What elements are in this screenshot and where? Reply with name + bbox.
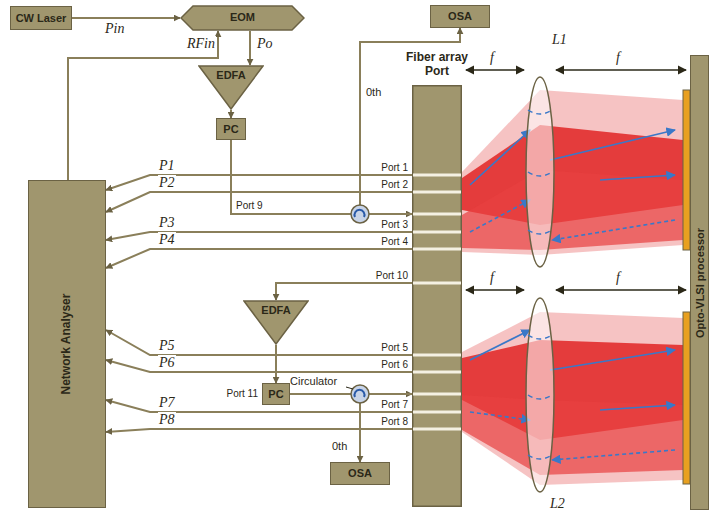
signal-line (106, 429, 412, 432)
port-label: Port 6 (364, 359, 408, 371)
symbol-label: L2 (550, 496, 565, 512)
signal-line (106, 360, 412, 372)
port-label: Port 3 (364, 219, 408, 231)
node-text: EDFA (243, 304, 309, 317)
node-text: Fiber array Port (400, 51, 474, 79)
port-label: Port 2 (364, 179, 408, 191)
port-label: Port 8 (364, 416, 408, 428)
symbol-label: f (490, 270, 494, 286)
symbol-label: L1 (552, 32, 567, 48)
signal-line (275, 345, 277, 383)
signal-line (106, 232, 412, 240)
signal-label: P6 (158, 355, 176, 371)
signal-line (106, 400, 412, 412)
node-text: Network Analyser (60, 294, 74, 395)
amplifier-triangle: EDFA (198, 65, 264, 110)
note-label: 0th (366, 86, 381, 99)
signal-line (106, 175, 412, 190)
fiber-array-outline (412, 85, 462, 507)
node-text: OSA (348, 467, 372, 480)
signal-label: P4 (158, 232, 176, 248)
note-label: Circulator (290, 375, 337, 388)
controller-box: PC (216, 118, 246, 140)
symbol-label: f (616, 270, 620, 286)
signal-label: RFin (186, 36, 216, 52)
circulator-symbol (351, 205, 369, 403)
signal-line (106, 249, 412, 268)
signal-label: P2 (158, 175, 176, 191)
signal-label: P8 (158, 412, 176, 428)
fiber-array: Fiber array Port (412, 85, 462, 507)
leader-line (346, 387, 353, 389)
port-label: Port 5 (364, 342, 408, 354)
signal-line (276, 283, 412, 300)
processor-bar: Opto-VLSI processor (690, 55, 709, 510)
amplifier-triangle: EDFA (243, 300, 309, 345)
signal-label: Po (256, 36, 274, 52)
note-label: 0th (332, 440, 347, 453)
beam-rays (470, 130, 675, 460)
port-label: Port 7 (364, 399, 408, 411)
lens-dashes (528, 110, 552, 459)
port-label: Port 10 (364, 270, 408, 282)
signal-line (106, 330, 412, 355)
modulator-hexagon: EOM (180, 5, 305, 31)
node-text: OSA (448, 10, 472, 23)
focal-arrows (466, 70, 686, 290)
port-label: Port 9 (236, 200, 263, 212)
signal-label: Pin (104, 21, 125, 37)
node-text: EOM (180, 11, 305, 24)
analyser-box: Network Analyser (28, 180, 106, 508)
signal-label: P3 (158, 215, 176, 231)
node-text: PC (268, 388, 283, 401)
processor-pixels (683, 90, 690, 484)
port-label: Port 4 (364, 236, 408, 248)
signal-label: P5 (158, 338, 176, 354)
analyzer-box: OSA (430, 5, 490, 28)
laser-box: CW Laser (10, 6, 72, 30)
signal-label: P7 (158, 395, 176, 411)
signal-line (231, 140, 412, 214)
node-text: EDFA (198, 69, 264, 82)
lens-shape (526, 77, 554, 492)
signal-label: P1 (158, 158, 176, 174)
symbol-label: f (616, 50, 620, 66)
signal-line (230, 110, 232, 118)
signal-line (249, 31, 251, 65)
node-text: PC (223, 123, 238, 136)
port-label: Port 11 (214, 388, 258, 400)
node-text: Opto-VLSI processor (693, 227, 706, 337)
light-beams (462, 90, 683, 485)
signal-line (72, 17, 180, 19)
controller-box: PC (262, 383, 290, 405)
node-text: CW Laser (16, 12, 67, 25)
symbol-label: f (490, 50, 494, 66)
signal-line (360, 394, 412, 462)
port-label: Port 1 (364, 162, 408, 174)
analyzer-box: OSA (330, 462, 390, 485)
signal-line (68, 31, 218, 180)
